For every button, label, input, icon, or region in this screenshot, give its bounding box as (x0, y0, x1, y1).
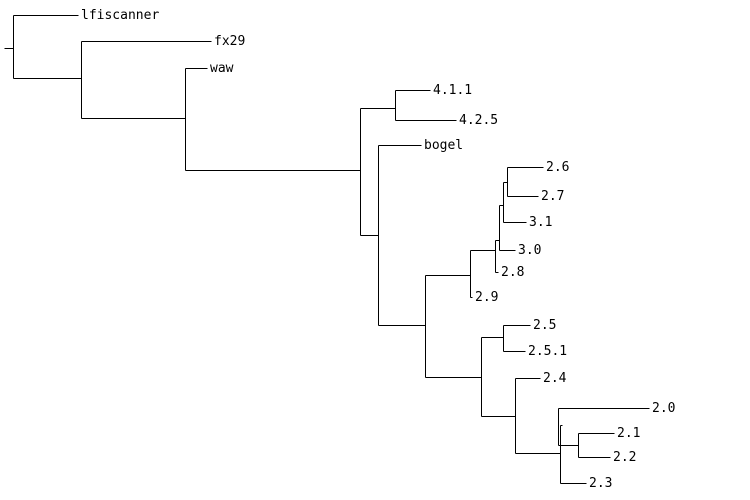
leaf-label-2.1[interactable]: 2.1 (617, 426, 640, 441)
leaf-label-3.1[interactable]: 3.1 (529, 215, 552, 230)
leaf-label-2.6[interactable]: 2.6 (546, 160, 569, 175)
branch-layer (4, 15, 650, 484)
leaf-label-2.0[interactable]: 2.0 (652, 401, 675, 416)
leaf-label-2.9[interactable]: 2.9 (475, 290, 498, 305)
leaf-label-layer: lfiscanner fx29 waw 4.1.1 4.2.5 bogel 2.6 2.7 3.… (81, 8, 675, 491)
leaf-label-2.7[interactable]: 2.7 (541, 189, 564, 204)
leaf-label-2.2[interactable]: 2.2 (613, 450, 636, 465)
leaf-label-2.5.1[interactable]: 2.5.1 (528, 344, 567, 359)
leaf-label-lfiscanner[interactable]: lfiscanner (81, 8, 159, 23)
leaf-label-2.4[interactable]: 2.4 (543, 371, 567, 386)
leaf-label-2.3[interactable]: 2.3 (589, 476, 612, 491)
leaf-label-2.5[interactable]: 2.5 (533, 318, 556, 333)
leaf-label-4.2.5[interactable]: 4.2.5 (459, 113, 498, 128)
leaf-label-bogel[interactable]: bogel (424, 138, 463, 153)
leaf-label-4.1.1[interactable]: 4.1.1 (433, 83, 472, 98)
leaf-label-2.8[interactable]: 2.8 (501, 265, 524, 280)
leaf-label-3.0[interactable]: 3.0 (518, 243, 541, 258)
leaf-label-waw[interactable]: waw (210, 61, 234, 76)
leaf-label-fx29[interactable]: fx29 (214, 34, 245, 49)
